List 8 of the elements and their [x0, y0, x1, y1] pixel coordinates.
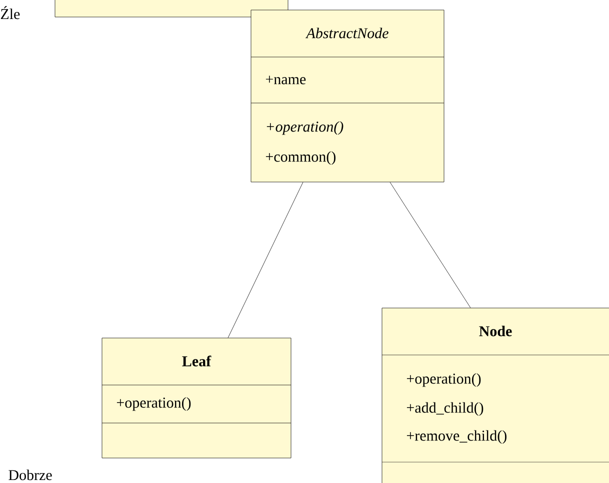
class-box: Node +operation() +add_child() +remove_child() — [382, 308, 609, 483]
association-line — [228, 182, 304, 338]
section-label: Dobrze — [8, 470, 52, 480]
association-line — [390, 182, 471, 308]
class-box — [54, 0, 288, 18]
class-box: AbstractNode +name +operation() +common() — [250, 10, 444, 182]
section-label: Źle — [0, 6, 20, 20]
class-box: Leaf +operation() — [102, 338, 292, 458]
